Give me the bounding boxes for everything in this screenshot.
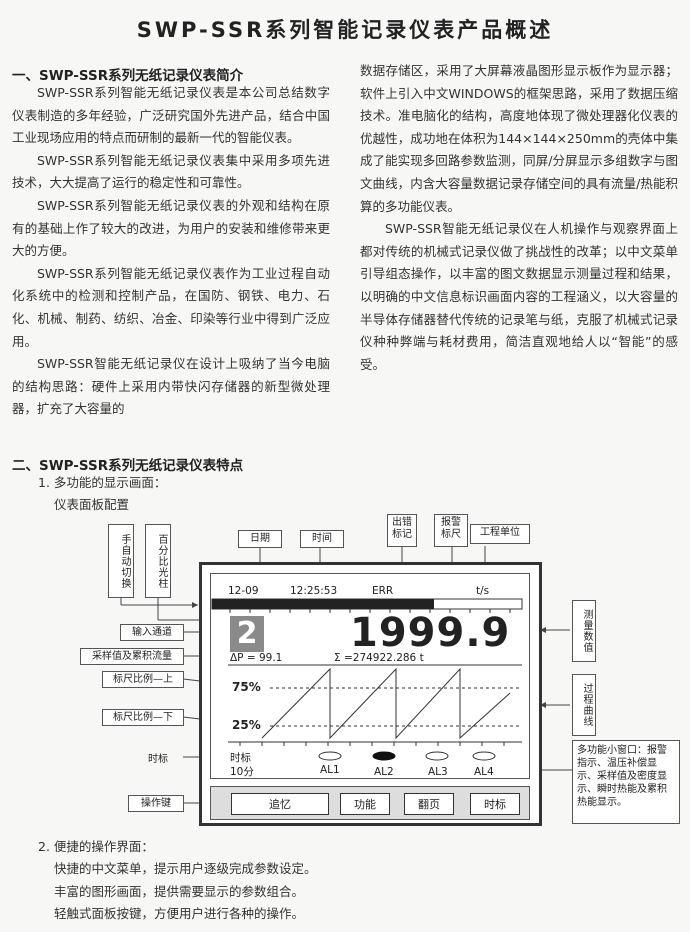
screen-unit: t/s	[476, 585, 490, 597]
paragraph: 数据存储区，采用了大屏幕液晶图形显示板作为显示器；软件上引入中文WINDOWS的…	[360, 63, 678, 214]
item1-heading: 1. 多功能的显示画面：	[38, 475, 167, 490]
label-input-channel: 输入通道	[120, 624, 184, 641]
label-process-curve: 过程曲线	[572, 674, 596, 736]
label-scale-top: 标尺比例—上	[102, 671, 184, 688]
paragraph: SWP-SSR智能无纸记录仪在设计上吸纳了当今电脑的结构思路：硬件上采用内带快闪…	[12, 356, 330, 417]
paragraph: SWP-SSR智能无纸记录仪在人机操作与观察界面上都对传统的机械式记录仪做了挑战…	[360, 221, 678, 372]
label-measured-value: 测量数值	[572, 600, 596, 662]
alarm-label: AL3	[428, 766, 448, 778]
label-unit: 工程单位	[470, 524, 530, 544]
screen-time-mark-label: 时标	[230, 752, 251, 764]
alarm-label: AL2	[374, 766, 394, 778]
alarm-label: AL1	[320, 764, 340, 776]
list-item: 轻触式面板按键，方便用户进行各种的操作。	[54, 906, 305, 921]
label-date: 日期	[238, 530, 282, 548]
label-alarm-ruler: 报警标尺	[434, 514, 468, 547]
section1-heading: 一、SWP-SSR系列无纸记录仪表简介	[12, 68, 244, 84]
item1-subheading: 仪表面板配置	[54, 497, 130, 512]
label-manual-switch: 手自动切换	[108, 524, 134, 598]
label-multi-window: 多功能小窗口：报警指示、温压补偿显示、采样值及密度显示、瞬时热能及累积热能显示。	[572, 740, 680, 824]
list-item: 丰富的图形画面，提供需要显示的参数组合。	[54, 883, 305, 899]
screen-delta-p: ΔP = 99.1	[230, 652, 283, 664]
screen-sigma: Σ =274922.286 t	[334, 652, 424, 664]
label-op-keys: 操作键	[128, 795, 184, 812]
label-time-mark: 时标	[148, 754, 168, 765]
screen-time-mark-value: 10分	[230, 766, 254, 778]
label-scale-bottom: 标尺比例—下	[102, 709, 184, 726]
section1-left-column: SWP-SSR系列智能无纸记录仪表是本公司总结数字仪表制造的多年经验，广泛研究国…	[12, 82, 330, 421]
measured-value-display: 1999.9	[350, 610, 511, 656]
label-percent-bar: 百分比光柱	[145, 524, 171, 598]
recall-key[interactable]: 追忆	[231, 793, 329, 815]
alarm-label: AL4	[474, 766, 494, 778]
paragraph: SWP-SSR系列智能无纸记录仪表集中采用多项先进技术，大大提高了运行的稳定性和…	[12, 152, 330, 191]
paragraph: SWP-SSR系列智能无纸记录仪表的外观和结构在原有的基础上作了较大的改进，为用…	[12, 197, 330, 259]
item2-list: 快捷的中文菜单，提示用户逐级完成参数设定。 丰富的图形画面，提供需要显示的参数组…	[54, 858, 317, 926]
section2-heading: 二、SWP-SSR系列无纸记录仪表特点	[12, 458, 244, 474]
list-item: 快捷的中文菜单，提示用户逐级完成参数设定。	[54, 861, 317, 876]
page-title: SWP-SSR系列智能记录仪表产品概述	[136, 18, 554, 42]
input-channel-number: 2	[230, 616, 264, 652]
screen-scale-bottom: 25%	[232, 718, 261, 732]
function-key[interactable]: 功能	[340, 793, 390, 815]
label-error-mark: 出错标记	[387, 514, 417, 547]
timemark-key[interactable]: 时标	[470, 793, 520, 815]
section1-right-column: 数据存储区，采用了大屏幕液晶图形显示板作为显示器；软件上引入中文WINDOWS的…	[360, 60, 678, 376]
paragraph: SWP-SSR系列智能无纸记录仪表是本公司总结数字仪表制造的多年经验，广泛研究国…	[12, 85, 330, 146]
screen-scale-top: 75%	[232, 680, 261, 694]
label-time: 时间	[300, 530, 344, 548]
screen-date: 12-09	[228, 585, 259, 597]
page-key[interactable]: 翻页	[404, 793, 454, 815]
recall-key-label: 追忆	[269, 798, 291, 811]
screen-time: 12:25:53	[290, 585, 338, 597]
item2-heading: 2. 便捷的操作界面：	[38, 839, 154, 854]
screen-error: ERR	[372, 585, 394, 597]
label-sample-flow: 采样值及累积流量	[80, 648, 184, 665]
paragraph: SWP-SSR系列智能无纸记录仪表作为工业过程自动化系统中的检测和控制产品，在国…	[12, 265, 330, 349]
